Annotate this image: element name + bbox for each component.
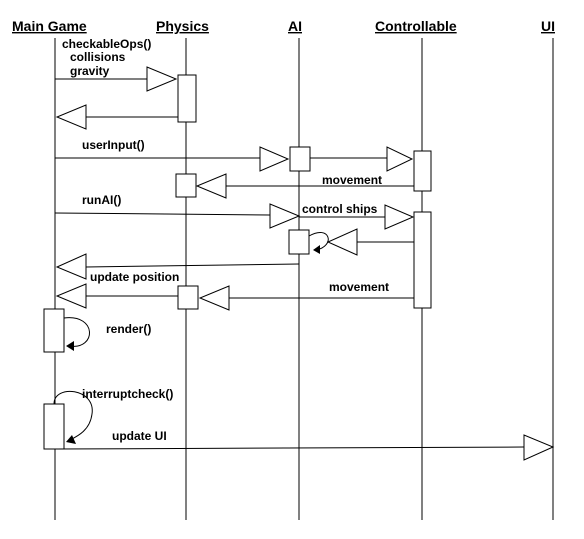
activation-controllable-2 (413, 211, 432, 309)
loop-arrowhead-icon (66, 341, 74, 351)
activation-physics-1 (177, 74, 197, 123)
message-label-control-ships: control ships (302, 202, 378, 216)
activation-controllable-1 (413, 150, 432, 192)
message-label-update-position: update position (90, 270, 179, 284)
self-call-loop-render (63, 317, 90, 347)
activation-ai-1 (289, 146, 311, 172)
message-label-collisions: collisions (70, 50, 126, 64)
arrowhead-left-icon (195, 173, 227, 199)
message-label-render: render() (106, 322, 151, 336)
self-call-loop-ai (308, 231, 329, 251)
lifeline-header-ai: AI (288, 18, 302, 34)
message-line-update-ui (54, 446, 525, 450)
arrowhead-left-icon (55, 283, 87, 309)
arrowhead-left-icon (55, 104, 87, 130)
arrowhead-left-icon (326, 228, 358, 256)
message-label-update-ui: update UI (112, 429, 167, 443)
loop-arrowhead-icon (66, 435, 76, 444)
message-label-run-ai: runAI() (82, 193, 121, 207)
message-label-user-input: userInput() (82, 138, 145, 152)
activation-physics-2 (175, 173, 197, 198)
lifeline-header-main-game: Main Game (12, 18, 87, 34)
arrowhead-right-icon (146, 66, 178, 92)
self-call-loop-interrupt-check (53, 390, 93, 441)
activation-main-game-1 (43, 308, 65, 353)
activation-ai-2 (288, 229, 310, 255)
arrowhead-right-icon (386, 146, 414, 172)
message-line-run-ai (54, 212, 271, 216)
activation-physics-3 (177, 285, 199, 310)
lifeline-header-controllable: Controllable (375, 18, 457, 34)
arrowhead-right-icon (523, 434, 555, 461)
message-label-interrupt-check: interruptcheck() (82, 387, 173, 401)
message-line-update-position (85, 263, 300, 268)
arrowhead-right-icon (269, 203, 301, 229)
message-label-gravity: gravity (70, 64, 110, 78)
activation-main-game-2 (43, 403, 65, 450)
lifeline-header-physics: Physics (156, 18, 209, 34)
arrowhead-left-icon (198, 285, 230, 311)
arrowhead-right-icon (259, 146, 290, 172)
arrowhead-right-icon (384, 204, 415, 230)
message-label-movement-2: movement (329, 280, 389, 294)
message-label-movement-1: movement (322, 173, 382, 187)
arrowhead-left-icon (55, 253, 87, 280)
lifeline-header-ui: UI (541, 18, 555, 34)
loop-arrowhead-icon (313, 245, 320, 254)
message-label-checkable-ops: checkableOps() (62, 37, 151, 51)
